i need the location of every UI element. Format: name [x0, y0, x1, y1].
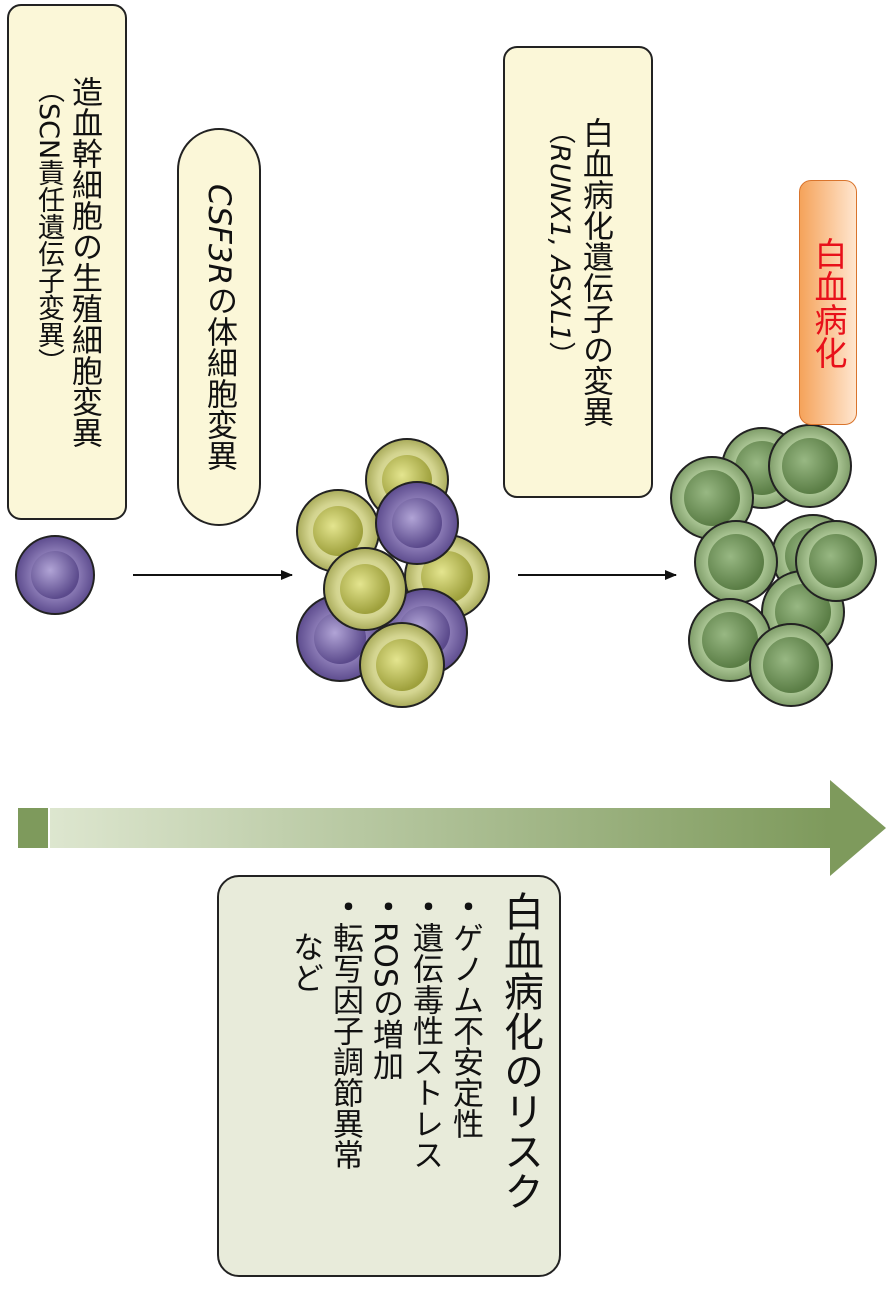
leukemia-gene-mutation-note: 白血病化遺伝子の変異 （RUNX1, ASXL1）	[503, 46, 653, 498]
risk-item: ・転写因子調節異常	[327, 891, 363, 1170]
cell-cluster-mixed	[296, 438, 490, 708]
germline-mutation-title: 造血幹細胞の生殖細胞変異	[66, 76, 102, 448]
germline-mutation-subtitle: （SCN責任遺伝子変異）	[33, 76, 64, 376]
somatic-mutation-note: CSF3Rの体細胞変異	[177, 128, 261, 526]
leukemia-gene-list: （RUNX1, ASXL1）	[544, 117, 575, 369]
stem-cell-purple	[15, 535, 95, 615]
risk-item: ・遺伝毒性ストレス	[407, 891, 443, 1170]
risk-item: ・ROSの増加	[367, 891, 403, 1081]
germline-mutation-note: 造血幹細胞の生殖細胞変異 （SCN責任遺伝子変異）	[7, 4, 127, 520]
leukemia-risk-box: 白血病化のリスク ・ゲノム不安定性 ・遺伝毒性ストレス ・ROSの増加 ・転写因…	[217, 875, 561, 1277]
leukemia-outcome-box: 白血病化	[799, 180, 857, 425]
somatic-mutation-label: CSF3Rの体細胞変異	[201, 183, 237, 471]
leukemia-gene-mutation-title: 白血病化遺伝子の変異	[577, 117, 613, 427]
progression-arrow	[18, 780, 886, 876]
risk-item: ・ゲノム不安定性	[447, 891, 483, 1139]
leukemia-outcome-label: 白血病化	[809, 236, 848, 369]
cell-cluster-leukemic	[670, 424, 877, 707]
risk-etc: など	[287, 931, 323, 993]
risk-title: 白血病化のリスク	[497, 891, 543, 1211]
